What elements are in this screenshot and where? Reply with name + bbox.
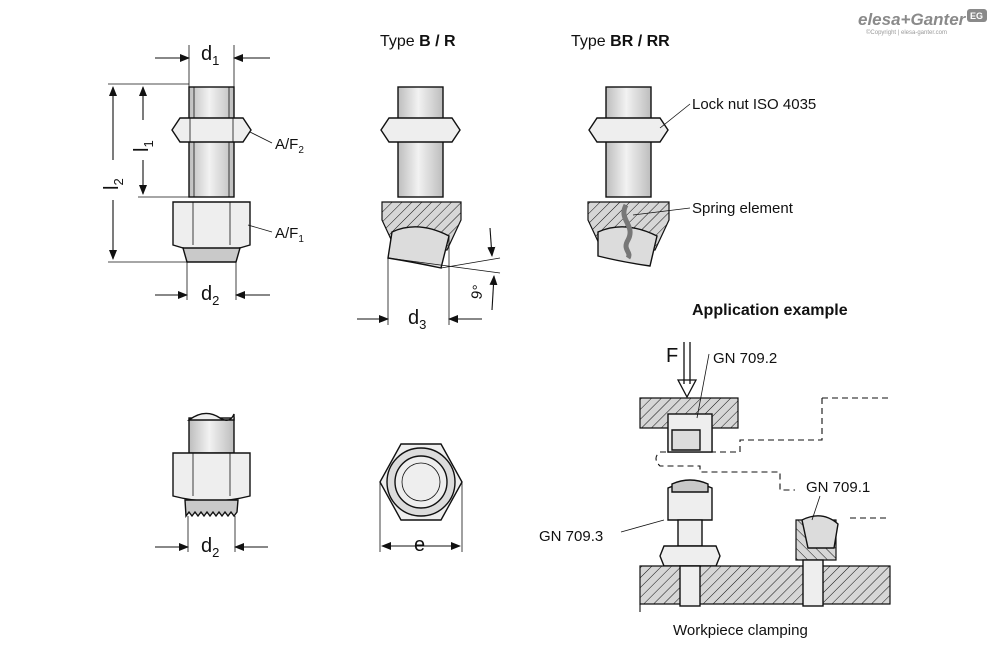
type-br-rr-title: Type BR / RR: [571, 33, 670, 50]
base-plate: [639, 565, 891, 605]
dim-d1: d1: [201, 43, 219, 68]
part-serrated: d2: [155, 412, 268, 560]
application-caption: Workpiece clamping: [673, 622, 808, 639]
dim-angle: 9°: [468, 284, 487, 301]
dim-l2: l2: [101, 178, 126, 190]
dim-d2: d2: [201, 283, 219, 308]
callout-lock-nut: Lock nut ISO 4035: [692, 96, 816, 113]
dim-l1: l1: [131, 140, 156, 152]
callout-gn7093: GN 709.3: [539, 528, 603, 545]
lock-nut: [171, 117, 252, 143]
serrated-pad: [184, 499, 239, 518]
callout-gn7091: GN 709.1: [806, 479, 870, 496]
force-label: F: [666, 345, 678, 367]
elesa-ganter-logo: elesa+Ganter EG ©Copyright | elesa-gante…: [858, 9, 987, 36]
type-b-r-title: Type B / R: [380, 33, 456, 50]
part-standard: d1 l1 l2 A/F2 A/F1 d2: [101, 43, 304, 308]
force-arrow: [676, 342, 698, 399]
part-type-br-rr: Type BR / RR Lock nut ISO 4035 Spring el…: [571, 33, 816, 267]
dim-d2-serrated: d2: [201, 535, 219, 560]
spring-element: [621, 203, 633, 260]
part-type-b-r: Type B / R 9° d3: [357, 33, 501, 332]
logo-brand-text: elesa+Ganter: [858, 10, 967, 29]
hex-body: [172, 201, 251, 253]
logo-badge-text: EG: [970, 11, 983, 21]
application-title: Application example: [692, 302, 848, 319]
application-example: Application example F GN 709.2 GN 709.3 …: [539, 302, 891, 639]
part-hex-top-view: e: [379, 443, 463, 556]
callout-gn7092: GN 709.2: [713, 350, 777, 367]
workpiece: [655, 397, 890, 519]
logo-copyright: ©Copyright | elesa-ganter.com: [866, 29, 947, 36]
callout-af1: A/F1: [275, 225, 304, 245]
logo-badge-box: [967, 9, 987, 22]
callout-af2: A/F2: [275, 136, 304, 156]
dim-d3: d3: [408, 307, 426, 332]
dim-e: e: [414, 534, 425, 556]
contact-pad: [182, 247, 241, 263]
callout-spring: Spring element: [692, 200, 794, 217]
